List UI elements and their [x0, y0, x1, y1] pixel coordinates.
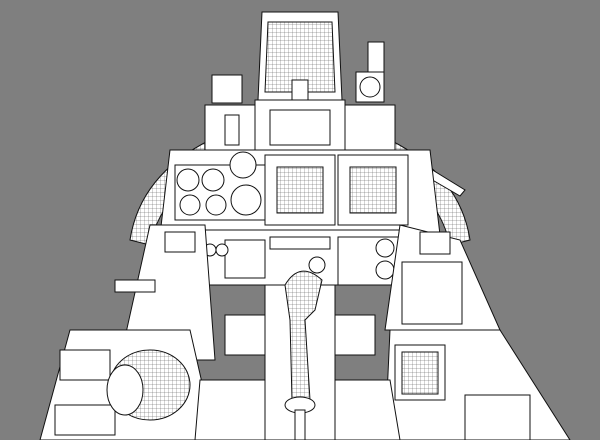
left-mfd: [264, 154, 336, 226]
left-upper-panel: [204, 74, 256, 156]
right-mfd: [337, 154, 409, 226]
right-upper-panel: [344, 41, 396, 156]
control-stick: [284, 256, 326, 440]
throttle: [106, 349, 191, 421]
right-console: [384, 224, 571, 440]
head-up-display: [254, 11, 346, 151]
